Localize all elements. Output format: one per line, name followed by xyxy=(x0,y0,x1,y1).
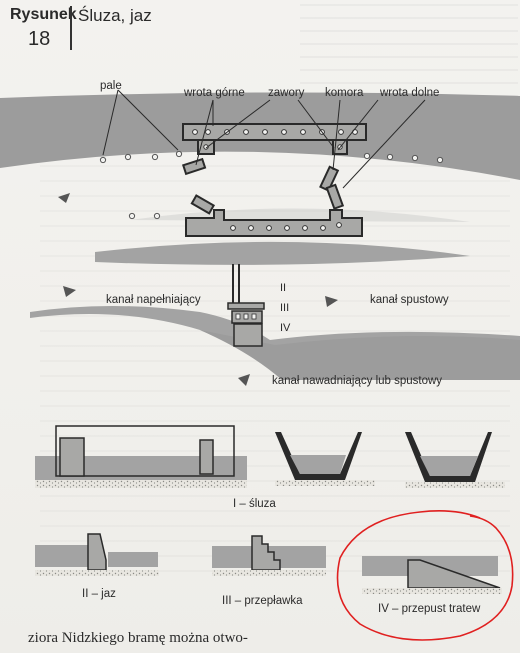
lock-gate-right xyxy=(199,439,214,475)
body-text-fragment: ziora Nidzkiego bramę można otwo- xyxy=(28,630,248,646)
label-lower-gates: wrota dolne xyxy=(379,87,439,99)
channel-bottom-fill xyxy=(200,330,520,380)
label-valves: zawory xyxy=(268,87,305,99)
title-divider xyxy=(70,6,72,50)
label-fish-pass: III – przepławka xyxy=(222,595,303,607)
lock-gate-left xyxy=(59,437,85,477)
lock-section-gravel xyxy=(35,480,247,488)
upper-gate-leaf-top xyxy=(181,157,207,176)
lower-gate-leaf-top xyxy=(319,165,340,192)
figure-caption: Śluza, jaz xyxy=(78,6,152,25)
figure-label: Rysunek xyxy=(10,6,77,23)
channel-section-2 xyxy=(275,432,362,480)
label-weir: II – jaz xyxy=(82,588,116,600)
label-raft-pass: IV – przepust tratew xyxy=(378,603,481,615)
upper-wall-holes xyxy=(192,129,358,135)
structure-iv-block xyxy=(233,323,263,347)
lock-section-frame xyxy=(55,425,235,477)
label-leaders xyxy=(102,89,426,189)
label-piles: pale xyxy=(100,80,122,92)
label-filling-channel: kanał napełniający xyxy=(106,294,201,306)
label-structure-iii: III xyxy=(280,302,289,314)
weir-body xyxy=(87,533,107,571)
label-irrigation-channel: kanał nawadniający lub spustowy xyxy=(272,375,442,387)
lower-gate-leaf-bottom xyxy=(325,183,345,210)
flow-arrow-icon xyxy=(58,193,70,203)
channel-top-band xyxy=(95,241,470,265)
lower-wall-holes xyxy=(230,222,342,231)
piles xyxy=(99,150,444,220)
annotation-circle xyxy=(336,510,514,641)
label-chamber: komora xyxy=(325,87,364,99)
label-structure-iv: IV xyxy=(280,322,291,334)
label-upper-gates: wrota górne xyxy=(183,87,245,99)
upper-gate-leaf-bottom xyxy=(190,194,216,215)
chamber-upper-wall xyxy=(182,123,367,141)
weir-water-right xyxy=(108,552,158,567)
weir-water-left xyxy=(35,545,90,567)
chamber-lower-wall xyxy=(185,209,363,237)
flow-arrow-icon xyxy=(325,296,338,307)
label-lock-section: I – śluza xyxy=(233,498,276,510)
label-drain-channel: kanał spustowy xyxy=(370,294,449,306)
flow-arrow-icon xyxy=(238,374,250,386)
structure-ii-bar xyxy=(227,302,265,310)
figure-number: 18 xyxy=(28,28,51,50)
flow-arrow-icon xyxy=(63,286,76,297)
label-structure-ii: II xyxy=(280,282,286,294)
